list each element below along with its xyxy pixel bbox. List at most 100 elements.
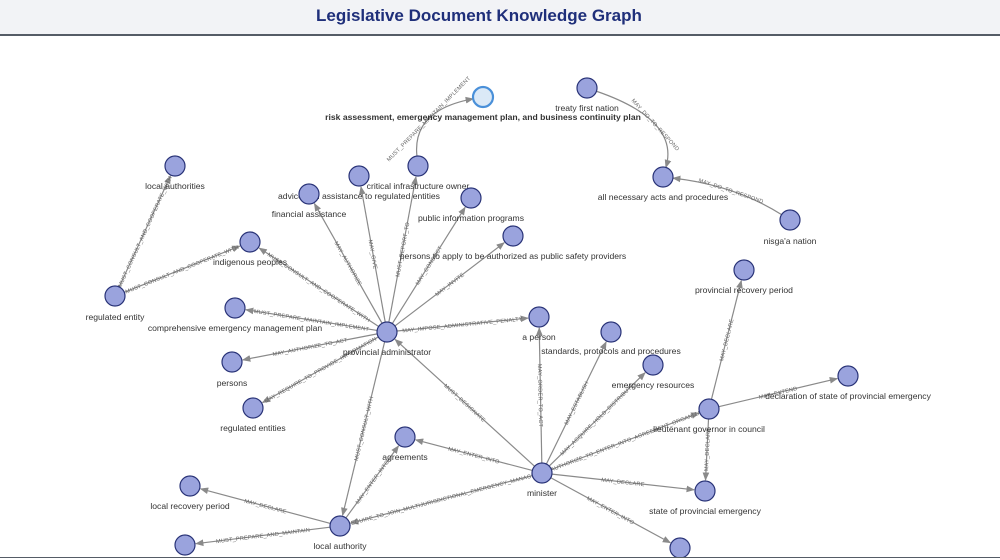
graph-node-treaty[interactable]: treaty first nation: [555, 77, 619, 113]
node-circle[interactable]: [460, 187, 482, 209]
graph-node-standards[interactable]: standards, protocols and procedures: [541, 321, 681, 356]
edge-provadmin-to-indig: [258, 247, 379, 328]
graph-node-localauth[interactable]: local authorities: [145, 155, 205, 191]
node-circle[interactable]: [652, 166, 674, 188]
graph-node-cemp[interactable]: comprehensive emergency management plan: [148, 297, 323, 333]
node-circle[interactable]: [174, 534, 196, 556]
graph-node-agreements[interactable]: agreements: [382, 426, 428, 462]
edge-label-must-consult-and-cooperate-with: MUST_CONSULT_AND_COOPERATE_WITH: [117, 175, 173, 288]
node-circle[interactable]: [224, 297, 246, 319]
graph-node-cut2[interactable]: [669, 537, 691, 558]
graph-node-indig[interactable]: indigenous peoples: [213, 231, 287, 267]
edge-provadmin-to-pubinfo: [391, 206, 466, 324]
graph-node-advice[interactable]: advice and assistance to regulated entit…: [278, 165, 440, 201]
node-circle[interactable]: [298, 183, 320, 205]
edge-label-must-report-to: MUST_REPORT_TO: [395, 221, 411, 277]
graph-node-persons[interactable]: persons: [217, 351, 248, 388]
edge-minister-to-stateprov: [551, 473, 695, 493]
node-label: persons to apply to be authorized as pub…: [400, 251, 626, 261]
node-circle[interactable]: [531, 462, 553, 484]
node-circle[interactable]: [329, 515, 351, 537]
node-circle[interactable]: [698, 398, 720, 420]
graph-node-declprov[interactable]: declaration of state of provincial emerg…: [765, 365, 932, 401]
graph-node-nisgaa[interactable]: nisga'a nation: [764, 209, 817, 246]
graph-node-safety[interactable]: persons to apply to be authorized as pub…: [400, 225, 626, 261]
node-circle[interactable]: [407, 155, 429, 177]
node-label: public information programs: [418, 213, 524, 223]
graph-node-allacts[interactable]: all necessary acts and procedures: [598, 166, 728, 202]
header-bar: Legislative Document Knowledge Graph: [0, 0, 1000, 36]
node-circle[interactable]: [239, 231, 261, 253]
node-label: nisga'a nation: [764, 236, 817, 246]
edge-label-may-enter-into: MAY_ENTER_INTO: [585, 496, 635, 527]
node-circle[interactable]: [376, 321, 398, 343]
node-circle[interactable]: [221, 351, 243, 373]
edge-label-may-do-to-respond: MAY_DO_TO_RESPOND: [630, 98, 680, 152]
graph-node-provadmin[interactable]: provincial administrator: [343, 321, 431, 357]
edge-localauthority-to-cut1: [195, 526, 331, 547]
edge-label-may-declare: MAY_DECLARE: [601, 478, 645, 489]
node-label: local authorities: [145, 181, 205, 191]
graph-node-risk[interactable]: risk assessment, emergency management pl…: [325, 85, 641, 122]
graph-node-emres[interactable]: emergency resources: [612, 354, 695, 390]
node-circle[interactable]: [694, 480, 716, 502]
edge-ltgov-to-declprov: [718, 377, 839, 408]
edge-label-must-consult-and-cooperate-with: MUST_CONSULT_AND_COOPERATE_WITH: [125, 245, 240, 296]
node-circle[interactable]: [733, 259, 755, 281]
edge-label-may-authorize: MAY_AUTHORIZE: [333, 241, 363, 287]
edge-label-may-order-to-act: MAY_ORDER_TO_ACT: [536, 364, 543, 428]
graph-node-localrec[interactable]: local recovery period: [150, 475, 230, 511]
node-label: financial assistance: [272, 209, 347, 219]
edge-treaty-to-allacts: [596, 90, 672, 169]
graph-node-provrec[interactable]: provincial recovery period: [695, 259, 793, 295]
node-label: state of provincial emergency: [649, 506, 761, 516]
node-circle[interactable]: [164, 155, 186, 177]
node-circle[interactable]: [528, 306, 550, 328]
edge-provadmin-to-cemp: [245, 307, 378, 332]
node-circle[interactable]: [242, 397, 264, 419]
node-label: standards, protocols and procedures: [541, 346, 681, 356]
node-circle[interactable]: [642, 354, 664, 376]
edge-label-may-authorize-to-act: MAY_AUTHORIZE_TO_ACT: [272, 338, 348, 359]
edge-label-may-establish: MAY_ESTABLISH: [564, 381, 590, 427]
graph-node-regentities[interactable]: regulated entities: [220, 397, 286, 433]
edge-minister-to-emres: [548, 372, 646, 467]
node-label: treaty first nation: [555, 103, 619, 113]
graph-node-regentity[interactable]: regulated entity: [86, 285, 145, 322]
graph-node-cio[interactable]: critical infrastructure owner: [367, 155, 470, 191]
node-label: comprehensive emergency management plan: [148, 323, 323, 333]
node-circle[interactable]: [502, 225, 524, 247]
edge-label-may-invite: MAY_INVITE: [435, 272, 466, 298]
graph-node-pubinfo[interactable]: public information programs: [418, 187, 524, 223]
node-circle[interactable]: [779, 209, 801, 231]
node-circle[interactable]: [348, 165, 370, 187]
edge-label-may-authorize-to-enter-into-agreement-organization: MAY_AUTHORIZE_TO_ENTER_INTO_AGREEMENT_OR…: [536, 405, 716, 479]
graph-node-finance[interactable]: financial assistance: [272, 183, 347, 219]
node-circle[interactable]: [179, 475, 201, 497]
graph-node-ltgov[interactable]: lieutenant governor in council: [653, 398, 765, 434]
node-circle[interactable]: [471, 85, 495, 109]
edge-label-may-declare: MAY_DECLARE: [704, 428, 712, 472]
edge-label-may-give: MAY_GIVE: [367, 239, 378, 269]
edge-label-must-consult-with: MUST_CONSULT_WITH: [354, 396, 375, 462]
edge-minister-to-localauthority: [349, 474, 533, 525]
edge-nisgaa-to-allacts: [672, 175, 782, 216]
graph-node-cut1[interactable]: [174, 534, 196, 556]
graph-node-localauthority[interactable]: local authority: [313, 515, 367, 551]
node-circle[interactable]: [576, 77, 598, 99]
node-circle[interactable]: [104, 285, 126, 307]
graph-node-minister[interactable]: minister: [527, 462, 557, 498]
edge-minister-to-standards: [545, 341, 607, 465]
edge-regentity-to-indig: [124, 245, 241, 293]
node-circle[interactable]: [669, 537, 691, 558]
graph-node-aperson[interactable]: a person: [522, 306, 556, 342]
node-circle[interactable]: [600, 321, 622, 343]
node-circle[interactable]: [394, 426, 416, 448]
node-label: regulated entity: [86, 312, 145, 322]
graph-node-stateprov[interactable]: state of provincial emergency: [649, 480, 762, 516]
edge-label-may-declare: MAY_DECLARE: [719, 318, 735, 362]
node-circle[interactable]: [837, 365, 859, 387]
